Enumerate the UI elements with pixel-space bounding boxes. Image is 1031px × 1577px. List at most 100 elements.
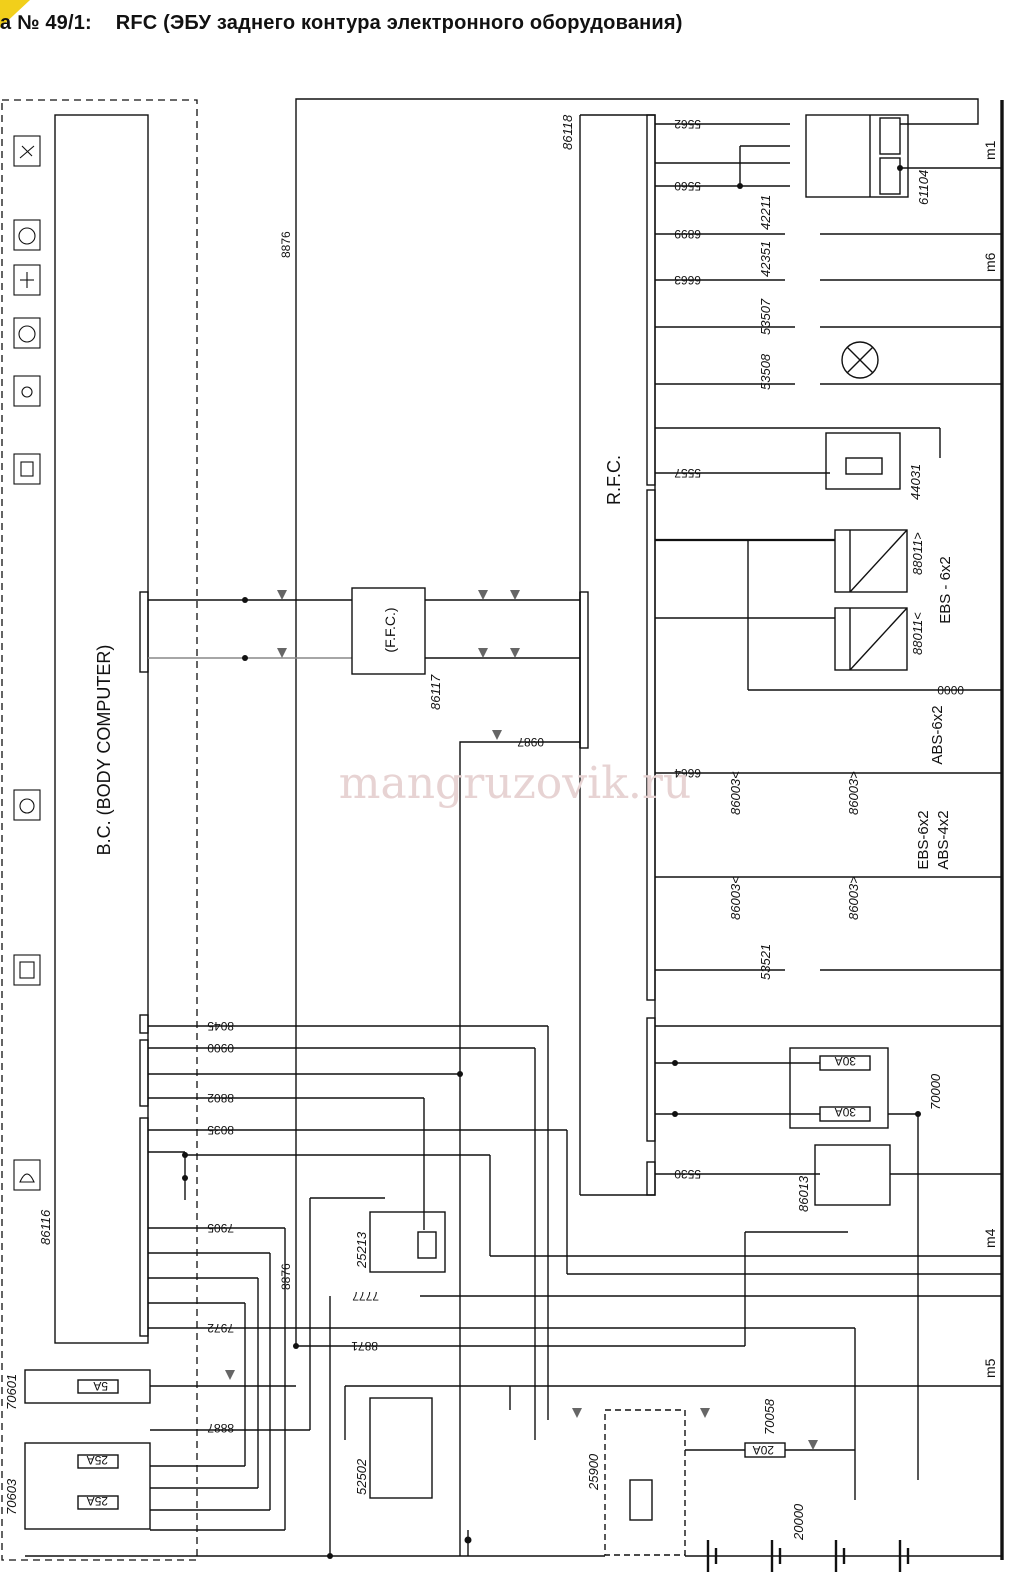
id-53507: 53507 — [758, 298, 773, 335]
connector-arrows — [225, 590, 818, 1450]
id-42351: 42351 — [758, 241, 773, 277]
fuse-box-70603 — [24, 1442, 151, 1530]
id-86003a: 86003< — [728, 771, 743, 815]
wire-8876-loop — [295, 98, 979, 1346]
wire-8035: 8035 — [207, 1123, 234, 1137]
component-ids: 86116 86118 86117 25213 25900 52502 7060… — [4, 114, 943, 1541]
connector-j1b — [646, 1161, 656, 1196]
wire-0987-vertical — [459, 741, 580, 1556]
j2-bus-wires — [148, 599, 580, 659]
wire-8871: 8871 — [351, 1339, 378, 1353]
id-20000: 20000 — [791, 1503, 806, 1541]
ebs-module-88011-a — [834, 529, 908, 593]
id-52502: 52502 — [354, 1458, 369, 1495]
id-53521: 53521 — [758, 944, 773, 980]
wire-5560: 5560 — [674, 179, 701, 193]
bc-label: B.C. (BODY COMPUTER) — [94, 645, 114, 856]
id-53508: 53508 — [758, 353, 773, 390]
ebs-module-88011-b — [834, 607, 908, 671]
wire-7905: 7905 — [207, 1221, 234, 1235]
bc-module-box — [54, 114, 149, 1344]
abs6-label: ABS-6x2 — [929, 705, 946, 764]
id-86003d: 86003> — [846, 876, 861, 920]
relay-25213-box — [369, 1211, 446, 1273]
wire-6899: 6899 — [674, 227, 701, 241]
rfc-frame — [580, 114, 656, 1196]
wire-6663: 6663 — [674, 273, 701, 287]
wire-6664: 6664 — [674, 766, 701, 780]
wire-0000: 0000 — [937, 683, 964, 697]
fuse-30a-1: 30A — [835, 1054, 856, 1068]
ebs-label: EBS - 6x2 — [937, 556, 954, 624]
lamp-symbol — [841, 341, 879, 379]
wire-8876-top: 8876 — [279, 231, 293, 258]
fuse-5a: 5A — [93, 1379, 108, 1393]
wire-8045: 8045 — [207, 1019, 234, 1033]
module-86013-box — [814, 1144, 891, 1206]
id-86118: 86118 — [560, 114, 575, 150]
fuse-box-70601 — [24, 1369, 151, 1404]
page-title: a № 49/1: RFC (ЭБУ заднего контура элект… — [0, 12, 683, 35]
wire-5562: 5562 — [674, 117, 701, 131]
ground-labels: m1 m6 m4 m5 — [982, 140, 998, 1378]
connector-j2a — [646, 1017, 656, 1142]
id-88011a: 88011> — [910, 532, 925, 575]
connector-j13 — [646, 114, 656, 486]
id-42211: 42211 — [758, 195, 773, 230]
id-70000: 70000 — [928, 1073, 943, 1110]
abs4-label: ABS-4x2 — [935, 810, 952, 869]
wire-8876-low: 8876 — [279, 1263, 293, 1290]
fuse-25a-2: 25A — [87, 1494, 108, 1508]
title-prefix: a № 49/1: — [0, 12, 92, 34]
ground-m4: m4 — [982, 1228, 998, 1248]
relay-61104-box — [805, 114, 909, 198]
wire-5557: 5557 — [674, 466, 701, 480]
fuse-box-70000 — [789, 1047, 889, 1129]
wire-5530: 5530 — [674, 1167, 701, 1181]
id-25900: 25900 — [586, 1453, 601, 1491]
switch-52502-box — [369, 1397, 433, 1499]
bc-dashed-outline — [1, 99, 198, 1561]
id-86013: 86013 — [796, 1175, 811, 1212]
wire-7972: 7972 — [207, 1321, 234, 1335]
ground-m6: m6 — [982, 252, 998, 272]
id-70601: 70601 — [4, 1374, 19, 1410]
sensor-44031-box — [825, 432, 901, 490]
relay-25900-box — [604, 1409, 686, 1556]
bc-lower-wires — [148, 1025, 1002, 1530]
ground-m5: m5 — [982, 1358, 998, 1378]
id-88011b: 88011< — [910, 612, 925, 655]
id-70603: 70603 — [4, 1478, 19, 1515]
ground-m1: m1 — [982, 140, 998, 160]
rfc-output-wires — [655, 123, 1002, 1175]
rfc-label: R.F.C. — [604, 455, 624, 505]
ffc-module-86117 — [351, 587, 426, 675]
id-44031: 44031 — [908, 464, 923, 500]
fuse-ratings: 5A 25A 25A 30A 30A 20A — [87, 1054, 856, 1508]
ffc-label: (F.F.C.) — [382, 607, 398, 652]
watermark: mangruzovik.ru — [339, 758, 691, 809]
fuse-25a-1: 25A — [87, 1453, 108, 1467]
id-86003b: 86003> — [846, 771, 861, 815]
title-text: RFC (ЭБУ заднего контура электронного об… — [115, 12, 683, 34]
fuse-30a-2: 30A — [835, 1105, 856, 1119]
battery-20000 — [706, 1540, 910, 1572]
connector-j3 — [139, 1014, 149, 1034]
id-86117: 86117 — [428, 674, 443, 710]
id-86003c: 86003< — [728, 876, 743, 920]
connector-j1 — [139, 1117, 149, 1337]
id-70058: 70058 — [762, 1398, 777, 1435]
wire-numbers: 8876 8876 8887 8802 7777 0000 0987 0900 … — [207, 117, 964, 1435]
wire-8802: 8802 — [207, 1091, 234, 1105]
wire-0900: 0900 — [207, 1041, 234, 1055]
wire-7777: 7777 — [352, 1289, 379, 1303]
bc-icon-column — [13, 135, 41, 1191]
wire-8887: 8887 — [207, 1421, 234, 1435]
ebs6-label: EBS-6x2 — [915, 810, 932, 869]
connector-j2b — [646, 489, 656, 1001]
id-86116: 86116 — [38, 1209, 53, 1245]
wire-0987: 0987 — [517, 735, 544, 749]
connector-j7 — [139, 1039, 149, 1107]
id-61104: 61104 — [916, 170, 931, 205]
